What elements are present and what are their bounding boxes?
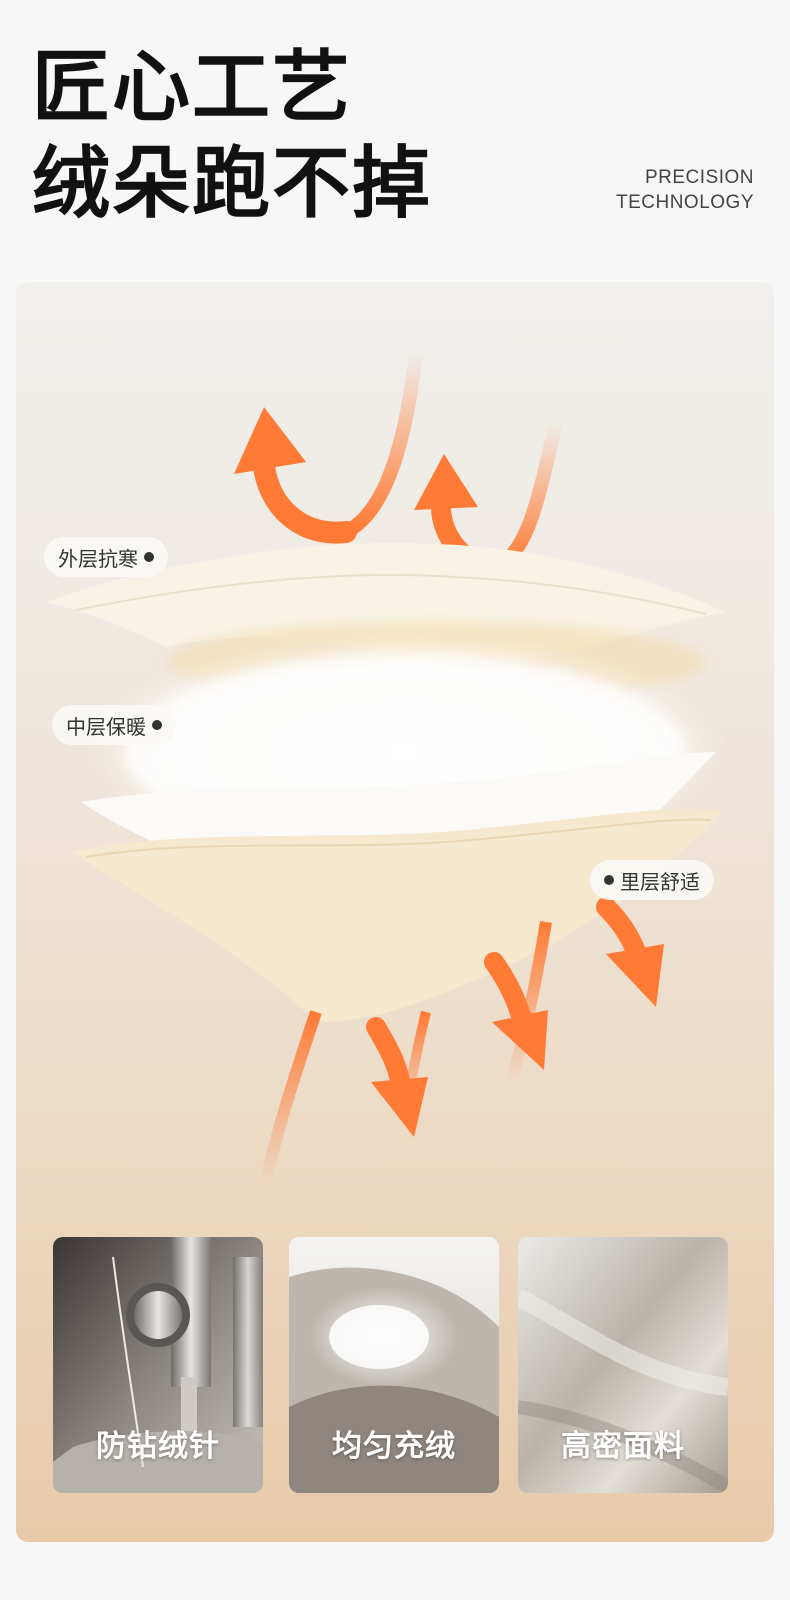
arrow-down-icon (596, 897, 664, 1007)
subtitle-line-2: TECHNOLOGY (615, 192, 754, 213)
card-high-density-fabric: 高密面料 (518, 1237, 728, 1493)
heat-trail-up-1 (342, 351, 423, 539)
down-filling-image (289, 1237, 499, 1493)
label-inner-layer: 里层舒适 (590, 860, 714, 900)
card-caption: 均匀充绒 (332, 1429, 456, 1464)
dot-icon (144, 552, 154, 562)
dot-icon (152, 720, 162, 730)
fabric-layers-panel: 外层抗寒 中层保暖 里层舒适 (16, 282, 774, 1542)
label-middle-text: 中层保暖 (66, 714, 146, 739)
heat-trail-up-2 (492, 420, 563, 574)
headline: 匠心工艺 绒朵跑不掉 (32, 40, 432, 232)
fabric-texture-image (518, 1237, 728, 1493)
label-outer-text: 外层抗寒 (58, 546, 138, 571)
label-middle-layer: 中层保暖 (52, 705, 176, 745)
card-caption: 高密面料 (561, 1429, 685, 1464)
card-anti-down-needle: 防钻绒针 (53, 1237, 263, 1493)
arrow-down-icon (366, 1017, 428, 1137)
arrow-up-icon (234, 407, 357, 544)
headline-line-1: 匠心工艺 (32, 43, 353, 133)
heat-trail-down-2 (505, 921, 552, 1084)
label-outer-layer: 外层抗寒 (44, 537, 168, 577)
card-even-filling: 均匀充绒 (289, 1237, 499, 1493)
arrow-down-icon (484, 952, 548, 1070)
heat-trail-down-1 (260, 1010, 322, 1184)
sewing-machine-image (53, 1237, 263, 1493)
subtitle: PRECISION TECHNOLOGY (616, 165, 754, 215)
inner-layer-shape (71, 808, 721, 1022)
card-caption: 防钻绒针 (96, 1429, 220, 1464)
label-inner-text: 里层舒适 (620, 869, 700, 894)
subtitle-line-1: PRECISION (644, 167, 754, 188)
headline-line-2: 绒朵跑不掉 (32, 139, 433, 229)
dot-icon (604, 875, 614, 885)
layers-illustration (46, 351, 726, 1184)
